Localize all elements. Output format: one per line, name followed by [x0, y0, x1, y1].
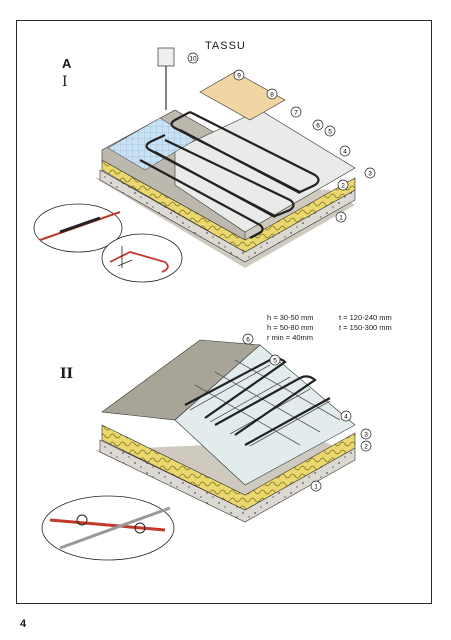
page-frame [16, 20, 432, 604]
figure-a-letter: A [62, 56, 72, 71]
callout-b-4: 4 [344, 414, 348, 421]
page-number: 4 [20, 618, 27, 630]
callout-a-6: 6 [316, 123, 320, 130]
callout-a-2: 2 [341, 183, 345, 190]
callout-b-5: 5 [273, 358, 277, 365]
figure-b-roman: II [60, 366, 74, 382]
dim-h2: h = 50-80 mm [267, 323, 314, 332]
callout-b-3: 3 [364, 432, 368, 439]
callout-a-3: 3 [368, 171, 372, 178]
dim-t2: t = 150-300 mm [339, 323, 392, 332]
wood-board [199, 71, 286, 121]
callout-b-2: 2 [364, 444, 368, 451]
dim-t1: t = 120-240 mm [339, 313, 392, 322]
dim-h1: h = 30-50 mm [267, 313, 314, 322]
detail-clip-1 [76, 514, 88, 526]
detail-clip-2 [134, 522, 146, 534]
dim-rmin: r min = 40mm [267, 333, 314, 342]
dimension-specs: h = 30-50 mm h = 50-80 mm r min = 40mm t… [267, 313, 392, 343]
callouts-a: 1 2 3 4 5 6 7 8 9 10 [187, 52, 376, 223]
callout-a-4: 4 [343, 149, 347, 156]
detail-circle-1 [33, 203, 123, 253]
tile-area [107, 117, 196, 171]
callout-a-1: 1 [339, 215, 343, 222]
heating-cable-a [139, 111, 320, 239]
detail-cable-red-b [49, 518, 166, 532]
page-title: TASSU [205, 40, 246, 52]
callout-a-10: 10 [189, 56, 197, 63]
callout-a-7: 7 [294, 110, 298, 117]
figure-a-roman: I [62, 74, 68, 90]
detail-mesh-bar [59, 506, 171, 550]
callout-b-1: 1 [314, 484, 318, 491]
detail-cable-joint [59, 216, 101, 234]
callouts-b: 1 2 3 4 5 6 [242, 333, 372, 492]
detail-cable-bend [109, 251, 169, 273]
insulation-layer-b [101, 424, 356, 511]
detail-dim-lines [117, 246, 133, 268]
callout-a-8: 8 [270, 92, 274, 99]
callout-a-5: 5 [328, 129, 332, 136]
callout-a-9: 9 [237, 73, 241, 80]
callout-b-6: 6 [246, 337, 250, 344]
